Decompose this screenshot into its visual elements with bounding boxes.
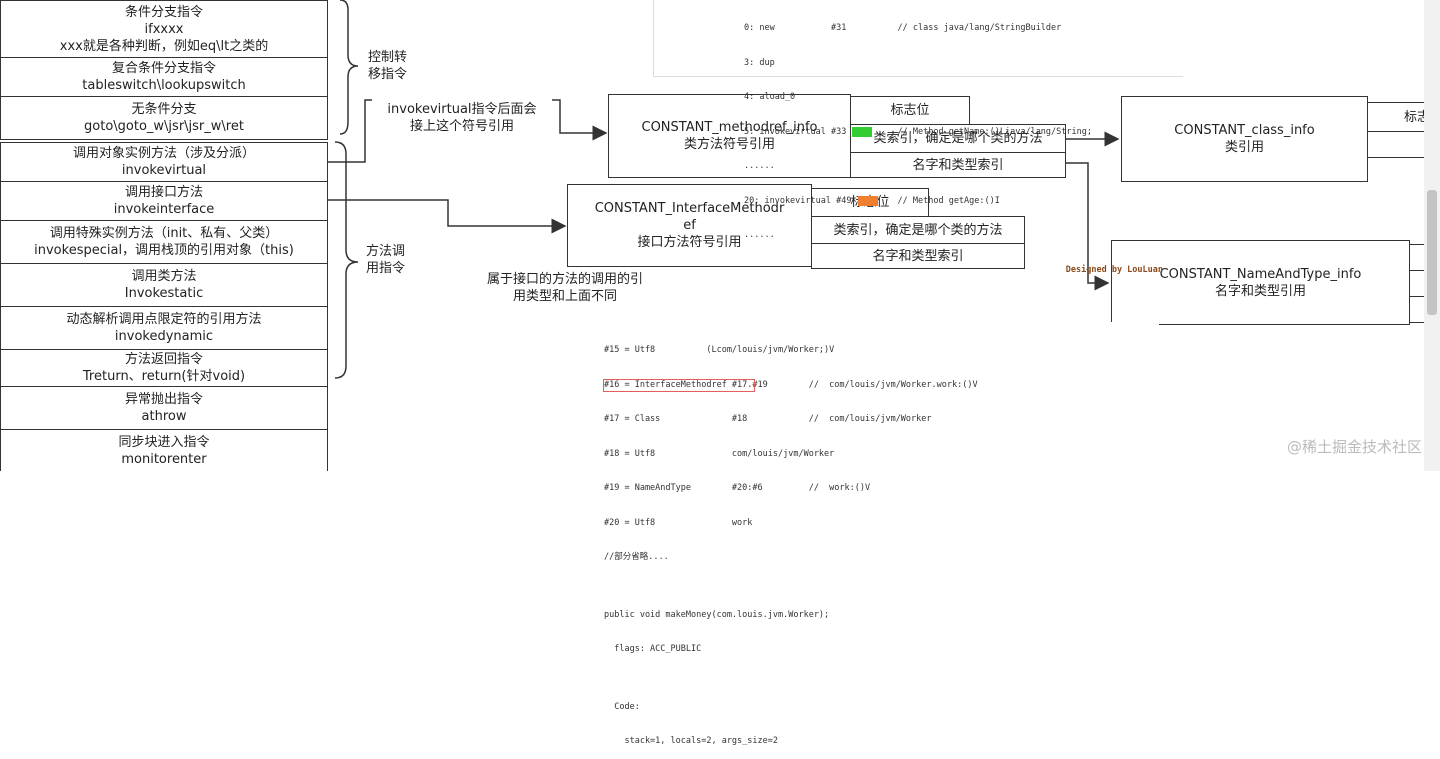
box-line: monitorenter [121,451,207,467]
left-box-1: 复合条件分支指令 tableswitch\lookupswitch [0,57,328,97]
code-line: #18 = Utf8 com/louis/jvm/Worker [604,448,835,459]
arrow-name-index [1066,162,1110,291]
left-box-0: 条件分支指令 ifxxxx xxx就是各种判断，例如eq\lt之类的 [0,0,328,58]
code-line: flags: ACC_PUBLIC [604,644,702,654]
scrollbar-thumb[interactable] [1427,190,1437,315]
box-line: goto\goto_w\jsr\jsr_w\ret [84,119,244,134]
code-line: #20 = Utf8 work [604,517,753,528]
left-box-8: 方法返回指令 Treturn、return(针对void) [0,349,328,387]
box-line: 调用类方法 [131,269,197,284]
code-line: ...... [744,161,775,171]
box-line: invokeinterface [113,202,215,217]
code-line: public void makeMoney(com.louis.jvm.Work… [604,609,830,620]
label-line: 用指令 [366,261,406,276]
left-box-10: 同步块进入指令 monitorenter [0,429,328,471]
field-text: 名字和类型索引 [912,157,1004,173]
interface-class-index-field: 类索引，确定是哪个类的方法 [811,216,1025,244]
note-line: invokevirtual指令后面会 [387,102,537,117]
box-line: tableswitch\lookupswitch [82,78,246,93]
box-line: 类引用 [1224,140,1264,155]
field-text: 名字和类型索引 [872,248,964,264]
box-line: CONSTANT_InterfaceMethodr [594,201,785,216]
code-line: stack=1, locals=2, args_size=2 [604,736,778,746]
vertical-scrollbar[interactable] [1424,0,1440,471]
bytecode-snippet-bottom: #15 = Utf8 (Lcom/louis/jvm/Worker;)V #16… [594,322,1159,746]
label-line: 控制转 [368,50,408,65]
class-info-flag-field: 标志 [1367,102,1431,132]
note-line: 属于接口的方法的调用的引 [486,272,643,287]
interface-name-index-field: 名字和类型索引 [811,243,1025,269]
box-line: 无条件分支 [131,102,197,117]
code-line: 0: new #31 // class java/lang/StringBuil… [744,23,1062,33]
field-text: 标志 [1404,109,1431,125]
box-line: 条件分支指令 [124,4,203,20]
code-line: #16 = InterfaceMethodref #17.#19 // com/… [603,378,978,392]
box-line: 同步块进入指令 [118,434,210,450]
left-box-5: 调用特殊实例方法（init、私有、父类） invokespecial，调用栈顶的… [0,220,328,264]
code-credit: Designed by LouLuan [1065,264,1163,275]
box-line: 类方法符号引用 [683,137,775,152]
code-line: 5: invokevirtual #33 // Method getName:(… [744,126,1092,137]
box-line: 方法返回指令 [124,352,203,367]
arrow-invokevirtual [328,99,606,163]
box-line: 复合条件分支指令 [111,61,216,76]
control-transfer-label: 控制转 移指令 [368,49,407,83]
methodref-flag-field: 标志位 [850,96,970,125]
code-line: ...... [744,230,775,240]
code-line: 3: dup [744,57,775,68]
nameandtype-box: CONSTANT_NameAndType_info 名字和类型引用 [1111,240,1410,325]
left-box-3: 调用对象实例方法（涉及分派） invokevirtual [0,142,328,182]
box-line: ef [683,218,696,233]
box-line: Invokestatic [124,286,204,301]
box-line: 调用接口方法 [124,185,203,200]
box-line: 名字和类型引用 [1214,283,1306,299]
box-line: ifxxxx [144,21,184,37]
box-line: 异常抛出指令 [124,392,203,407]
box-line: 调用对象实例方法（涉及分派） [72,146,255,161]
box-line: invokevirtual [121,163,207,178]
code-line: 4: aload_0 [744,92,796,102]
method-invoke-label: 方法调 用指令 [366,243,405,277]
box-line: invokespecial，调用栈顶的引用对象（this) [34,243,294,258]
label-line: 移指令 [368,67,408,82]
left-box-2: 无条件分支 goto\goto_w\jsr\jsr_w\ret [0,96,328,140]
note-line: 用类型和上面不同 [512,289,617,304]
left-box-6: 调用类方法 Invokestatic [0,263,328,307]
left-box-9: 异常抛出指令 athrow [0,386,328,430]
code-line: 20: invokevirtual #49 // Method getAge:(… [744,195,1000,206]
interface-note: 属于接口的方法的调用的引 用类型和上面不同 [470,271,660,305]
box-line: xxx就是各种判断，例如eq\lt之类的 [59,38,269,54]
box-line: invokedynamic [114,329,214,344]
box-line: Treturn、return(针对void) [82,369,246,384]
bytecode-snippet-top: 0: new #31 // class java/lang/StringBuil… [653,0,1183,275]
arrow-invokeinterface [328,199,567,234]
left-box-4: 调用接口方法 invokeinterface [0,181,328,221]
class-info-index-field [1367,131,1427,158]
note-line: 接上这个符号引用 [409,119,514,134]
code-line: #19 = NameAndType #20:#6 // work:()V [604,483,871,493]
watermark: @稀土掘金技术社区 [1286,438,1422,456]
box-line: athrow [141,409,187,424]
box-line: 动态解析调用点限定符的引用方法 [66,312,262,327]
invoke-brace [334,141,359,379]
field-text: 标志位 [890,103,930,118]
box-line: 接口方法符号引用 [637,235,742,250]
code-line: //部分省略.... [604,552,669,562]
box-line: CONSTANT_NameAndType_info [1159,266,1362,282]
methodref-name-index-field: 名字和类型索引 [850,152,1066,178]
code-line: #17 = Class #18 // com/louis/jvm/Worker [604,414,932,424]
class-info-box: CONSTANT_class_info 类引用 [1121,96,1368,182]
box-line: 调用特殊实例方法（init、私有、父类） [49,226,279,241]
invokevirtual-note: invokevirtual指令后面会 接上这个符号引用 [372,101,552,135]
label-line: 方法调 [366,244,406,259]
code-line: Code: [604,701,640,712]
control-brace [339,0,359,135]
field-text: 类索引，确定是哪个类的方法 [833,222,1003,238]
left-box-7: 动态解析调用点限定符的引用方法 invokedynamic [0,306,328,350]
box-line: CONSTANT_class_info [1174,123,1315,138]
code-line: #15 = Utf8 (Lcom/louis/jvm/Worker;)V [604,345,835,355]
